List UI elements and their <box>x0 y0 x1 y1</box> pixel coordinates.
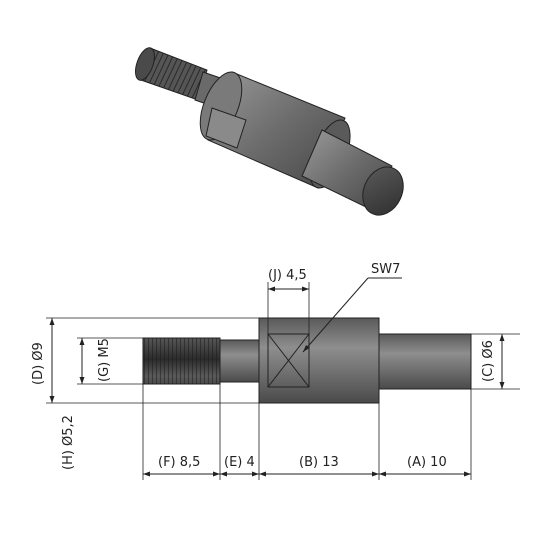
label-sw: SW7 <box>371 262 400 277</box>
thread-section <box>142 337 221 385</box>
label-h: (H) Ø5,2 <box>61 415 76 470</box>
body-section <box>258 317 380 404</box>
label-f: (F) 8,5 <box>158 455 200 470</box>
label-e: (E) 4 <box>224 455 255 470</box>
neck-section <box>219 339 260 383</box>
iso-thread <box>134 47 208 101</box>
iso-shaft <box>301 129 404 216</box>
label-b: (B) 13 <box>299 455 339 470</box>
isometric-view <box>134 47 404 216</box>
label-a: (A) 10 <box>407 455 447 470</box>
side-view <box>142 317 472 404</box>
label-c: (C) Ø6 <box>481 340 496 382</box>
wrench-flat <box>267 333 310 388</box>
shaft-section <box>378 333 472 390</box>
dimensions: (J) 4,5 SW7 (D) Ø9 (G) M5 (H) Ø5,2 (C) Ø… <box>31 262 520 480</box>
label-g: (G) M5 <box>97 338 112 382</box>
label-j: (J) 4,5 <box>268 268 307 283</box>
label-d: (D) Ø9 <box>31 342 46 385</box>
